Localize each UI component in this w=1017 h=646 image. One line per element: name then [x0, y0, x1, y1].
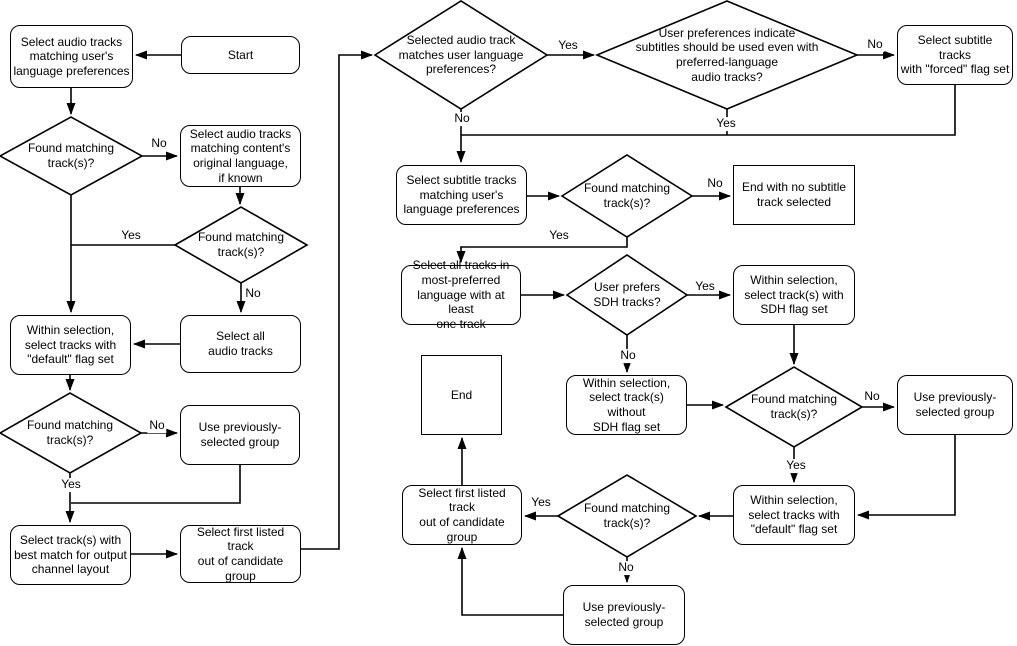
process-within-selection-sdh-flag: Within selection, select track(s) with S…	[733, 265, 855, 325]
edge-label-d4-no: No	[452, 111, 472, 126]
edge-label-d5-yes: Yes	[714, 116, 738, 131]
process-within-selection-without-sdh-flag: Within selection, select track(s) withou…	[566, 375, 687, 435]
edge-label-d3-no: No	[147, 418, 167, 433]
process-best-match-output-channel-layout: Select track(s) with best match for outp…	[10, 525, 131, 585]
process-select-forced-subtitle-tracks: Select subtitle tracks with "forced" fla…	[897, 25, 1013, 85]
process-select-subtitles-matching-user-language: Select subtitle tracks matching user's l…	[396, 165, 527, 225]
process-use-previously-selected-group-2: Use previously- selected group	[897, 375, 1013, 435]
edge-label-d9-yes: Yes	[529, 495, 553, 510]
process-select-all-audio-tracks: Select all audio tracks	[180, 315, 301, 373]
process-select-all-tracks-most-preferred-language: Select all tracks in most-preferred lang…	[401, 258, 521, 331]
edge-label-d5-no: No	[865, 37, 885, 52]
connector-use-prev-left-merge	[71, 465, 241, 504]
decision-user-prefers-sdh-shape	[565, 254, 689, 336]
edge-label-d6-no: No	[705, 176, 725, 191]
decision-audio-matches-user-language-shape	[373, 0, 549, 110]
process-use-previously-selected-group-3: Use previously- selected group	[563, 585, 685, 645]
decision-found-matching-tracks-6-shape	[556, 474, 698, 558]
connector-forced-flag-merge	[461, 85, 956, 136]
process-use-previously-selected-group-audio: Use previously- selected group	[180, 405, 300, 465]
decision-found-matching-tracks-4-shape	[560, 154, 694, 238]
edge-label-d3-yes: Yes	[59, 477, 83, 492]
edge-label-d2-no: No	[243, 286, 263, 301]
node-start: Start	[181, 36, 300, 74]
connector-use-prev-bottom-to-first-listed	[457, 547, 563, 616]
process-within-selection-default-flag-subtitle: Within selection, select tracks with "de…	[733, 485, 855, 545]
edge-label-d6-yes: Yes	[547, 228, 571, 243]
terminal-end-no-subtitle: End with no subtitle track selected	[733, 165, 855, 225]
terminal-end: End	[421, 355, 502, 435]
edge-label-d2-yes: Yes	[119, 228, 143, 243]
connector-d6-yes-to-most-preferred	[456, 237, 628, 263]
edge-label-d4-yes: Yes	[556, 38, 580, 53]
process-select-audio-matching-user-language: Select audio tracks matching user's lang…	[10, 25, 133, 88]
process-within-selection-default-flag-audio: Within selection, select tracks with "de…	[10, 315, 131, 375]
edge-label-d1-no: No	[149, 136, 169, 151]
edge-label-d7-yes: Yes	[693, 279, 717, 294]
process-select-first-listed-track-subtitle: Select first listed track out of candida…	[402, 485, 522, 545]
decision-found-matching-tracks-3-shape	[0, 392, 143, 474]
decision-found-matching-tracks-2-shape	[173, 206, 309, 284]
edge-label-d8-no: No	[862, 389, 882, 404]
process-select-audio-original-language: Select audio tracks matching content's o…	[180, 125, 301, 187]
edge-label-d8-yes: Yes	[784, 458, 808, 473]
connector-first-listed-to-d4	[301, 50, 373, 550]
decision-found-matching-tracks-5-shape	[724, 366, 864, 448]
edge-label-d9-no: No	[616, 560, 636, 575]
edge-label-d7-no: No	[618, 348, 638, 363]
decision-found-matching-tracks-1-shape	[0, 116, 144, 196]
process-select-first-listed-track-audio: Select first listed track out of candida…	[180, 525, 301, 583]
decision-subtitles-even-with-preferred-shape	[594, 0, 860, 110]
connector-use-prev-to-default-flag	[857, 435, 956, 520]
